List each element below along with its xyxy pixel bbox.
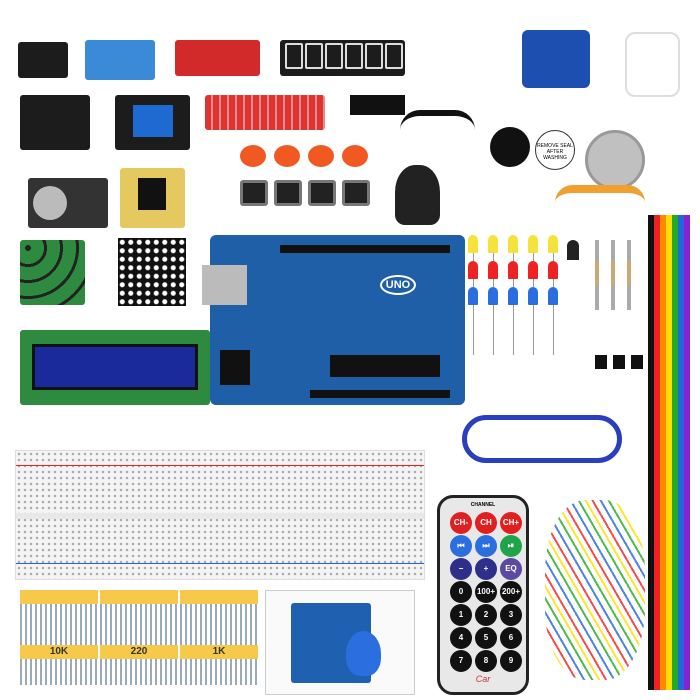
header-pins-bottom xyxy=(310,390,450,398)
leds xyxy=(468,235,558,355)
remote-button: CH- xyxy=(450,512,472,534)
header-pins xyxy=(280,245,450,253)
resistor-strip-10k: 10K xyxy=(20,590,98,685)
remote-button: 6 xyxy=(500,627,522,649)
uno-logo: UNO xyxy=(380,275,416,295)
sound-sensor-module xyxy=(175,40,260,76)
ir-led xyxy=(567,240,579,260)
remote-button: 1 xyxy=(450,604,472,626)
rfid-card xyxy=(265,590,415,695)
rfid-keyfob xyxy=(346,631,381,676)
buzzer xyxy=(490,127,530,167)
remote-button: EQ xyxy=(500,558,522,580)
remote-button: 4 xyxy=(450,627,472,649)
stepper-motor xyxy=(585,130,645,190)
arduino-uno-board: UNO xyxy=(202,235,465,405)
remote-button: + xyxy=(475,558,497,580)
battery-clip xyxy=(400,110,475,150)
led-matrix xyxy=(118,238,186,306)
photoresistors xyxy=(595,240,631,310)
resistor-strip-220: 220 xyxy=(100,590,178,685)
water-level-sensor xyxy=(205,95,325,130)
servo-horns xyxy=(625,32,680,97)
usb-port xyxy=(202,265,247,305)
shift-register-chip xyxy=(350,95,405,115)
usb-cable xyxy=(462,415,622,463)
remote-button: − xyxy=(450,558,472,580)
button-caps xyxy=(240,145,368,167)
remote-button: 8 xyxy=(475,650,497,672)
sensor-module xyxy=(18,42,68,78)
jumper-wires xyxy=(545,500,645,680)
dht11-sensor xyxy=(85,40,155,80)
servo-motor xyxy=(522,30,590,88)
lcd-module xyxy=(20,330,210,405)
remote-button: ⏯ xyxy=(500,535,522,557)
transistors xyxy=(595,355,643,369)
remote-button: ⏭ xyxy=(475,535,497,557)
relay-module xyxy=(115,95,190,150)
breadboard xyxy=(15,450,425,580)
resistor-strip-1k: 1K xyxy=(180,590,258,685)
stepper-cable xyxy=(555,185,645,220)
remote-button: 7 xyxy=(450,650,472,672)
keypad-module xyxy=(20,240,85,305)
seal-sticker: REMOVE SEAL AFTER WASHING xyxy=(535,130,575,170)
remote-button: 5 xyxy=(475,627,497,649)
microcontroller-chip xyxy=(330,355,440,377)
remote-button: 2 xyxy=(475,604,497,626)
push-buttons xyxy=(240,180,370,206)
seven-segment-display xyxy=(280,40,405,76)
remote-button: CH xyxy=(475,512,497,534)
channel-label: CHANNEL xyxy=(470,502,496,508)
joystick-cap xyxy=(395,165,440,225)
remote-button: 0 xyxy=(450,581,472,603)
remote-button: CH+ xyxy=(500,512,522,534)
driver-board xyxy=(120,168,185,228)
remote-button: 200+ xyxy=(500,581,522,603)
power-jack xyxy=(220,350,250,385)
remote-button: 100+ xyxy=(475,581,497,603)
joystick-module xyxy=(20,95,90,150)
ribbon-cable xyxy=(648,215,690,690)
remote-button: 3 xyxy=(500,604,522,626)
remote-button: 9 xyxy=(500,650,522,672)
rtc-module xyxy=(28,178,108,228)
remote-logo: Car xyxy=(475,674,491,684)
remote-button: ⏮ xyxy=(450,535,472,557)
